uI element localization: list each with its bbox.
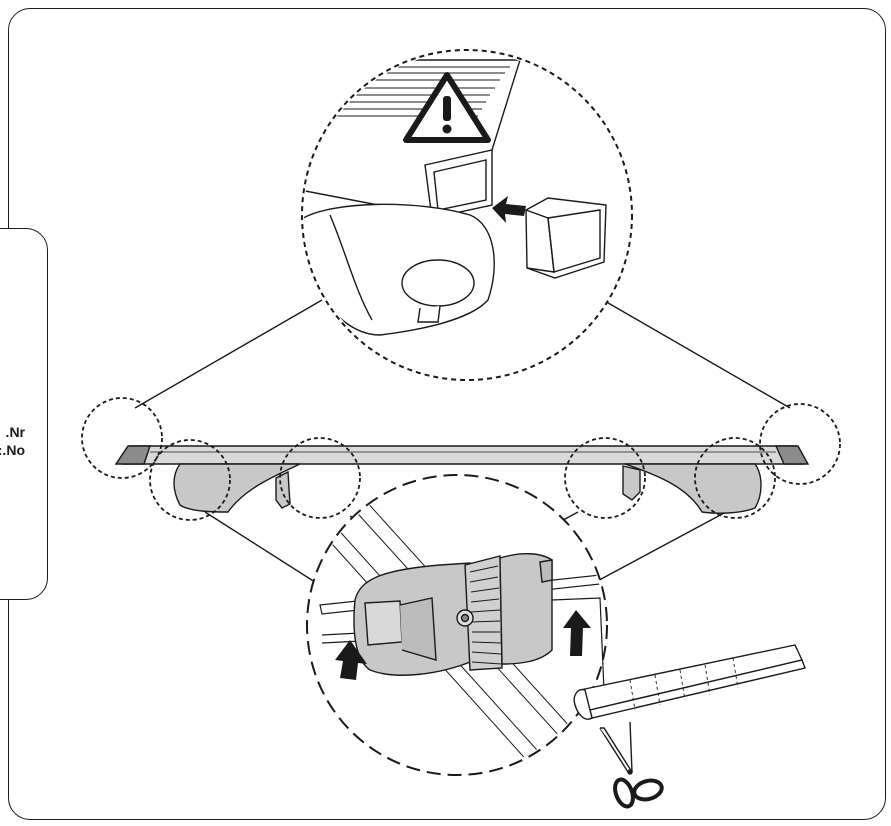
arrow-up-icon-right <box>563 610 591 656</box>
side-label-no: No.: <box>0 442 25 458</box>
warning-triangle-icon <box>403 72 491 143</box>
bottom-zoom-detail <box>306 474 608 776</box>
roof-bar <box>114 445 810 465</box>
foot-clamp <box>353 553 553 676</box>
scissors-icon <box>599 721 664 809</box>
right-end-cap <box>774 445 810 465</box>
arrow-up-icon <box>335 640 367 680</box>
detail-circles <box>81 397 841 521</box>
side-tab <box>0 228 48 600</box>
left-end-cap <box>114 445 151 465</box>
side-label-nr: Nr. <box>5 424 25 440</box>
right-foot <box>622 463 762 514</box>
top-zoom-detail <box>301 49 633 381</box>
left-foot <box>173 463 301 513</box>
cover-strip <box>573 644 806 720</box>
